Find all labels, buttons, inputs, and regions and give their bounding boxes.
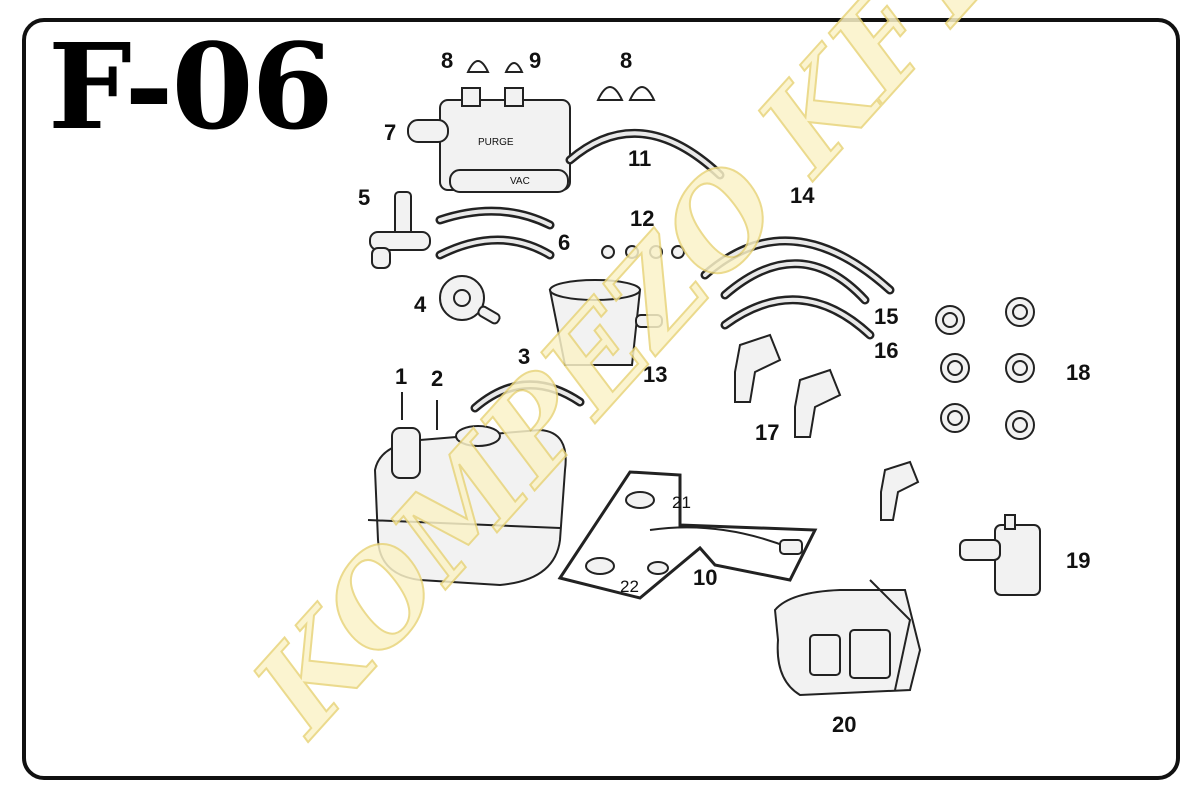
label-1: 1 [395,364,407,389]
page-title: F-06 [48,17,334,156]
t-connector-part [369,191,431,269]
label-10: 10 [693,565,717,590]
fuel-filter-part [439,275,501,325]
filter-cup-part [548,279,663,366]
fuel-tank-part [367,392,567,587]
label-8b: 8 [620,48,632,73]
label-16: 16 [874,338,898,363]
label-6: 6 [558,230,570,255]
label-18: 18 [1066,360,1090,385]
label-2: 2 [431,366,443,391]
label-11: 11 [628,146,651,171]
label-15: 15 [874,304,898,329]
clamps-top-part [466,60,656,101]
label-12: 12 [630,206,654,231]
label-19: 19 [1066,548,1090,573]
fuel-sender-part [557,470,818,600]
label-20: 20 [832,712,856,737]
canister-purge-text: PURGE [478,137,514,148]
label-4: 4 [414,292,427,317]
clamps-12-part [601,245,685,259]
label-14: 14 [790,183,815,208]
label-5: 5 [358,185,370,210]
label-3: 3 [518,344,530,369]
canister-vac-text: VAC [510,176,530,187]
hose-clamps-18 [935,297,1035,440]
label-8a: 8 [441,48,453,73]
label-22: 22 [620,577,639,596]
label-7: 7 [384,120,396,145]
label-21: 21 [672,493,691,512]
valve-19-part [959,514,1041,596]
label-9: 9 [529,48,541,73]
label-13: 13 [643,362,667,387]
label-17: 17 [755,420,779,445]
elbow-connectors-17 [734,333,920,521]
canister-part: PURGE VAC [407,87,571,193]
module-20-part [773,579,922,697]
